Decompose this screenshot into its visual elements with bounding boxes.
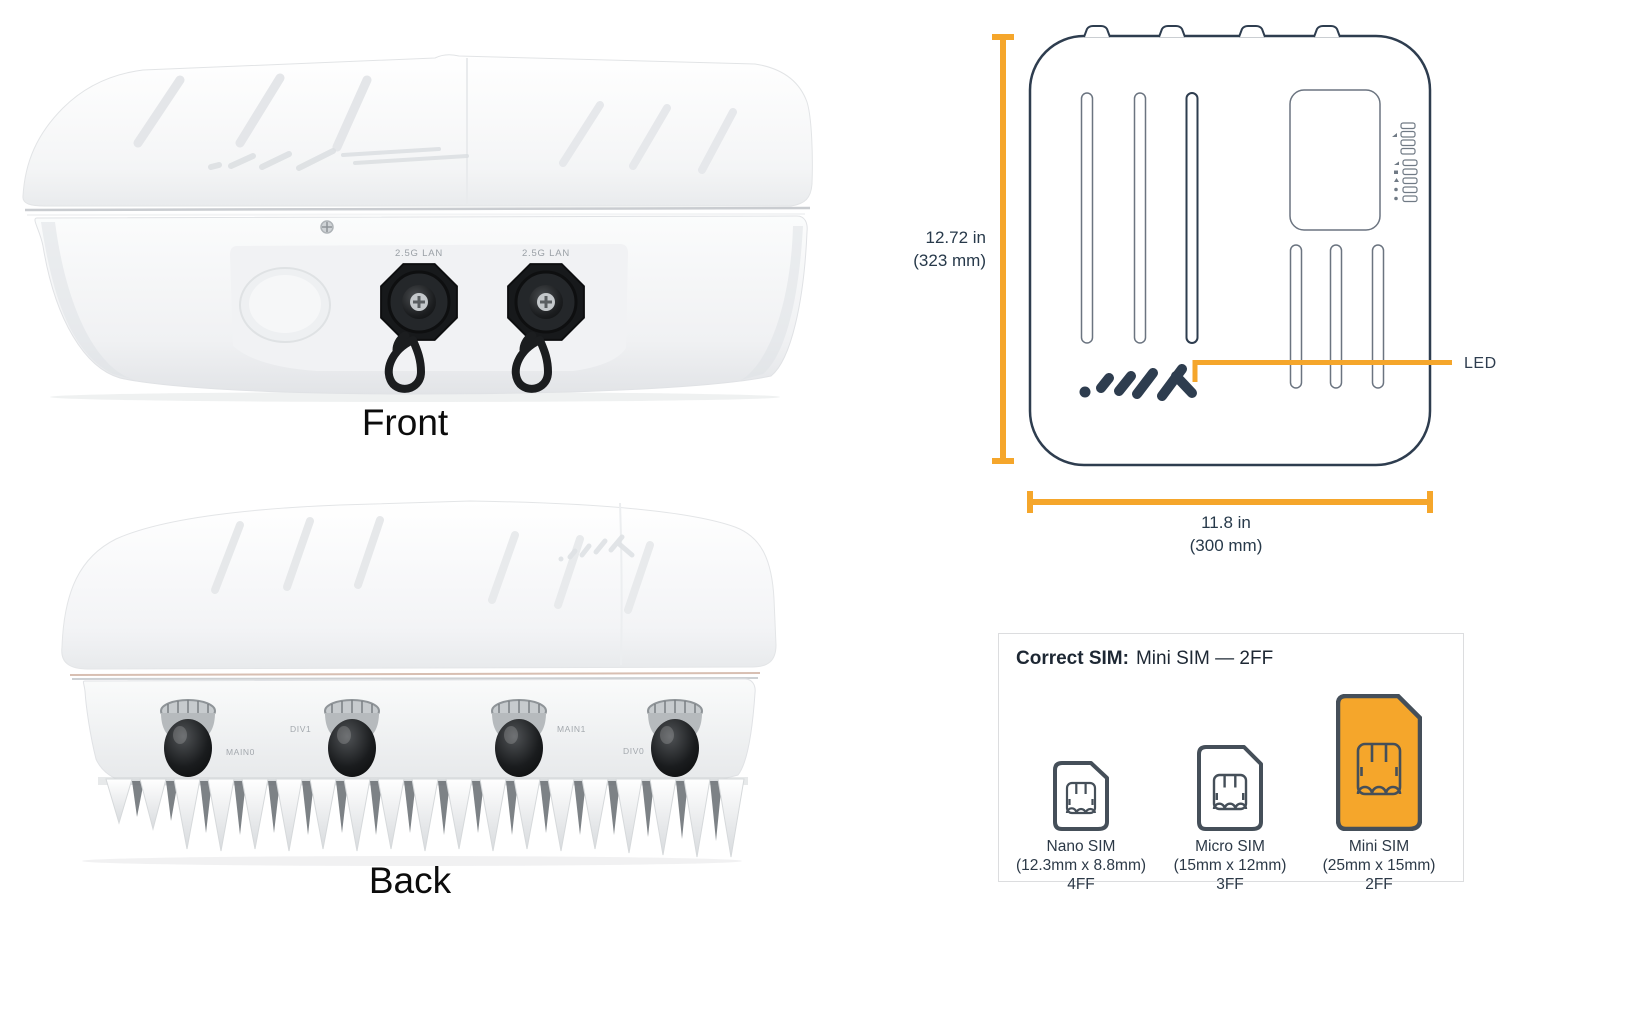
label-plate: [1289, 89, 1381, 231]
back-device-image: MAIN0 DIV1 MAIN1 DIV0: [61, 500, 777, 866]
back-lid-ridges-left: [211, 516, 384, 594]
sim-card-micro: Micro SIM (15mm x 12mm) 3FF: [1155, 665, 1305, 894]
mini-sim-icon: [1336, 694, 1422, 831]
back-heatsink: [98, 777, 748, 858]
back-shadow: [82, 856, 742, 866]
vent-slots-short: [1289, 244, 1385, 389]
back-seam: [71, 677, 759, 680]
front-seam: [24, 206, 811, 212]
back-gasket: [69, 672, 761, 676]
dimension-diagram: LED 12.72 in (323 mm) 11.8 in (300 mm): [913, 25, 1497, 555]
nano-sim-dimensions: (12.3mm x 8.8mm): [1015, 857, 1147, 874]
antenna-connectors: [160, 699, 703, 777]
width-dimension-line: [1027, 491, 1433, 513]
antenna-connector-main1: [491, 699, 547, 777]
height-dimension-mm: (323 mm): [913, 251, 986, 270]
mini-sim-form-factor: 2FF: [1365, 876, 1393, 893]
sim-panel-title-bold: Correct SIM:: [1016, 648, 1129, 669]
back-label-main0: MAIN0: [226, 747, 255, 757]
antenna-connector-div1: [324, 699, 380, 777]
device-outline: [1028, 34, 1432, 467]
lan-port-2: [507, 263, 585, 393]
top-mount-bumps: [1083, 25, 1341, 38]
front-shadow: [50, 392, 780, 402]
back-embossed-logo: [558, 534, 635, 562]
micro-sim-dimensions: (15mm x 12mm): [1173, 857, 1287, 874]
mini-sim-name: Mini SIM: [1348, 838, 1410, 855]
front-lid-ridges-left: [133, 73, 372, 152]
led-indicator-cluster-1: [1392, 122, 1416, 155]
led-indicator-cluster-2: [1394, 159, 1418, 203]
front-screw: [320, 220, 334, 234]
vent-slots-long: [1080, 92, 1199, 344]
back-lid: [61, 500, 777, 670]
front-port-label-1: 2.5G LAN: [395, 248, 443, 259]
mini-sim-dimensions: (25mm x 15mm): [1322, 857, 1436, 874]
front-caption: Front: [361, 402, 449, 443]
micro-sim-name: Micro SIM: [1195, 838, 1265, 855]
front-lid-ridges-right: [559, 101, 737, 174]
width-dimension-in: 11.8 in: [1201, 513, 1251, 532]
height-dimension-line: [992, 34, 1014, 464]
front-lid: [22, 54, 813, 207]
lan-port-1: [380, 263, 458, 393]
brand-logo-mark: [1079, 364, 1197, 401]
sim-panel: Correct SIM: Mini SIM — 2FF Nano SIM (12.…: [998, 633, 1464, 893]
back-label-main1: MAIN1: [557, 724, 586, 734]
nano-sim-name: Nano SIM: [1046, 838, 1116, 855]
front-body-shade-left: [41, 222, 135, 380]
sim-card-mini: Mini SIM (25mm x 15mm) 2FF: [1304, 665, 1454, 894]
antenna-connector-main0: [160, 699, 216, 777]
sim-card-nano: Nano SIM (12.3mm x 8.8mm) 4FF: [1006, 665, 1156, 894]
front-oval-recess: [239, 267, 331, 343]
height-dimension-in: 12.72 in: [926, 228, 987, 247]
sim-panel-title: Correct SIM: Mini SIM — 2FF: [1016, 648, 1273, 670]
led-label: LED: [1464, 355, 1497, 372]
front-seam-highlight: [26, 213, 806, 216]
micro-sim-icon: [1197, 745, 1263, 831]
front-embossed-logo: [208, 147, 469, 171]
antenna-connector-div0: [647, 699, 703, 777]
front-port-label-2: 2.5G LAN: [522, 248, 570, 259]
back-label-div1: DIV1: [290, 724, 311, 734]
front-device-image: 2.5G LAN 2.5G LAN: [22, 54, 813, 402]
back-lid-step-crease: [619, 502, 623, 666]
width-dimension-mm: (300 mm): [1190, 536, 1263, 555]
led-callout-line: [1192, 360, 1452, 382]
back-caption: Back: [368, 860, 452, 901]
back-label-div0: DIV0: [623, 746, 644, 756]
micro-sim-form-factor: 3FF: [1216, 876, 1244, 893]
front-body-shade-right: [741, 226, 803, 380]
nano-sim-form-factor: 4FF: [1067, 876, 1095, 893]
sim-panel-title-rest: Mini SIM — 2FF: [1135, 648, 1274, 669]
nano-sim-icon: [1053, 761, 1109, 831]
